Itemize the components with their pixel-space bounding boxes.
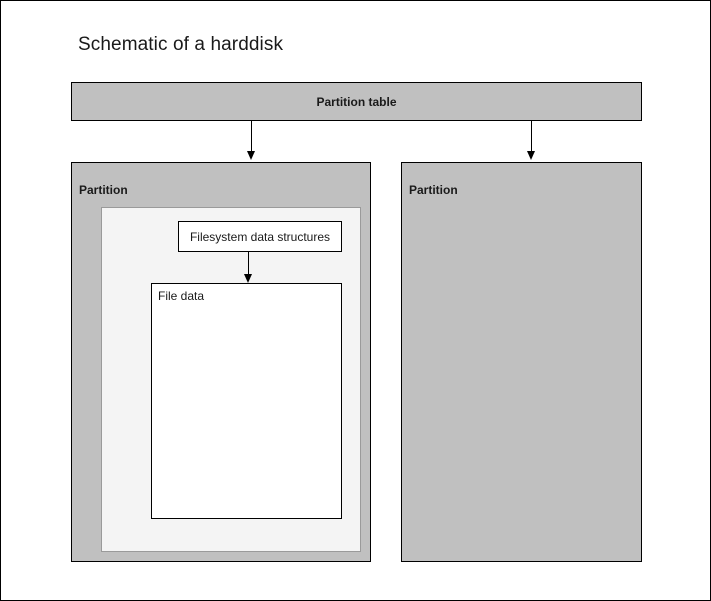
filesystem-data-structures-label: Filesystem data structures bbox=[189, 229, 331, 244]
partition-box-2[interactable]: Partition bbox=[401, 162, 642, 562]
arrow-partition-table-to-partition-1 bbox=[247, 121, 255, 160]
arrow-partition-table-to-partition-2 bbox=[527, 121, 535, 160]
partition-table-box[interactable]: Partition table bbox=[71, 82, 642, 121]
partition-label-2: Partition bbox=[409, 183, 458, 197]
page-title: Schematic of a harddisk bbox=[78, 34, 284, 55]
partition-table-label: Partition table bbox=[316, 94, 397, 109]
file-data-label: File data bbox=[158, 289, 205, 303]
filesystem-data-structures-box[interactable]: Filesystem data structures bbox=[178, 221, 342, 252]
partition-label-1: Partition bbox=[79, 183, 128, 197]
file-data-box[interactable]: File data bbox=[151, 283, 342, 519]
arrow-filesystem-to-file-data bbox=[244, 252, 252, 283]
